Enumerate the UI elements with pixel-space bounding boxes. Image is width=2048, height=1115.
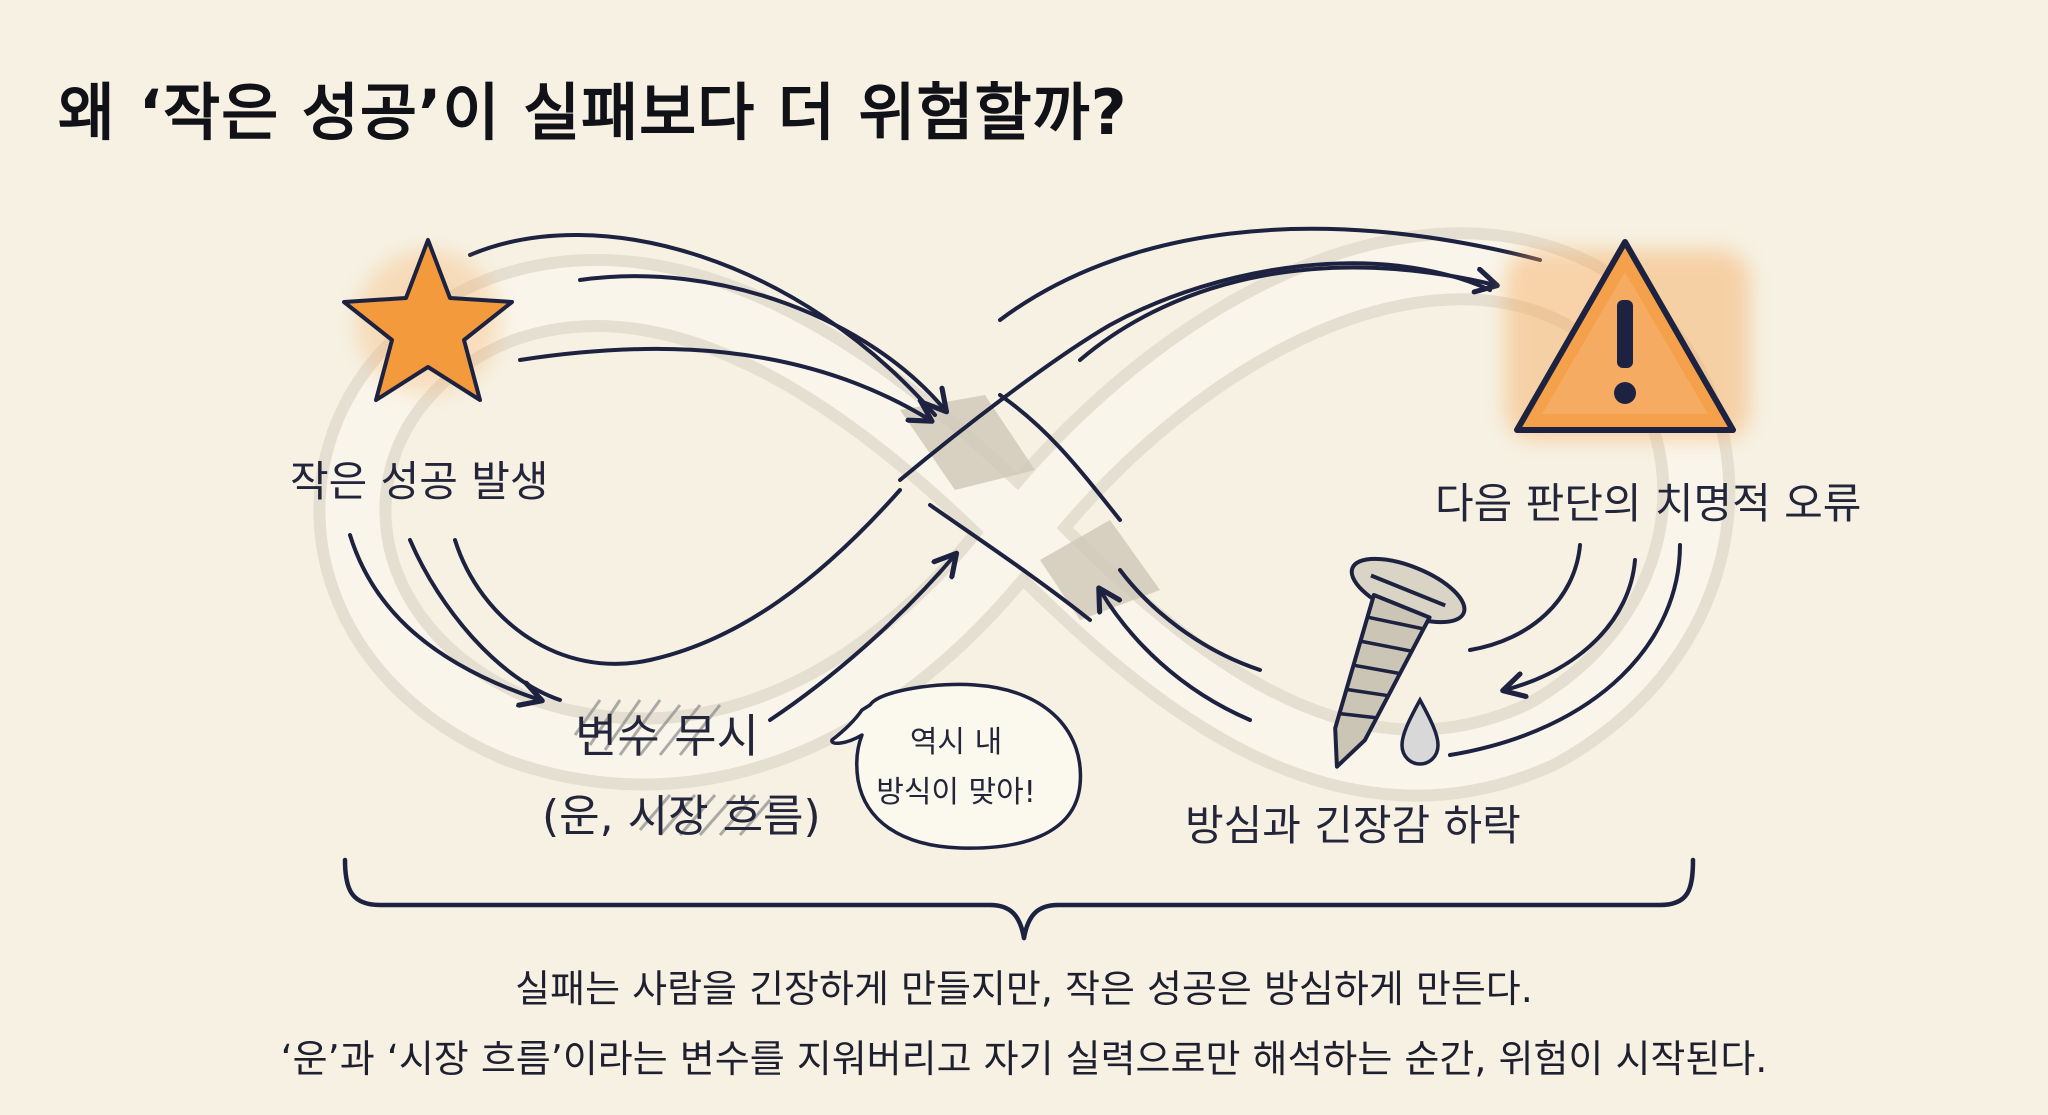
flow-arrow <box>998 226 1542 322</box>
node-ignore-variables: 변수 무시 <box>575 709 759 763</box>
caption-line-2: ‘운’과 ‘시장 흐름’이라는 변수를 지워버리고 자기 실력으로만 해석하는 … <box>280 1037 1768 1081</box>
flow-arrow <box>1468 543 1582 652</box>
flow-arrow <box>1118 568 1262 672</box>
caption-line-1: 실패는 사람을 긴장하게 만들지만, 작은 성공은 방심하게 만든다. <box>515 967 1533 1011</box>
flow-arrows <box>348 226 1682 757</box>
flow-arrow <box>453 488 902 666</box>
node-fatal-error: 다음 판단의 치명적 오류 <box>1435 479 1862 528</box>
warning-icon <box>1505 239 1750 440</box>
page-title: 왜 ‘작은 성공’이 실패보다 더 위험할까? <box>58 76 1128 149</box>
node-ignore-variables-detail: (운, 시장 흐름) <box>542 791 821 842</box>
speech-bubble-icon <box>830 682 1083 850</box>
star-icon <box>342 238 514 402</box>
flow-arrow <box>1100 590 1252 722</box>
flow-arrow <box>348 533 540 700</box>
summary-brace <box>342 857 1696 941</box>
flow-arrow <box>518 346 930 420</box>
node-small-success: 작은 성공 발생 <box>290 457 549 506</box>
flow-arrow <box>468 233 937 417</box>
flow-arrow <box>578 274 945 410</box>
speech-bubble-line-2: 방식이 맞아! <box>876 775 1036 810</box>
flow-arrow <box>768 555 955 722</box>
flow-arrow <box>998 393 1122 522</box>
flow-arrow <box>1505 558 1637 690</box>
speech-bubble-line-1: 역시 내 <box>909 725 1003 760</box>
flow-arrow <box>1448 543 1682 757</box>
flow-arrow <box>1078 265 1495 362</box>
ignore-variables-shading <box>573 699 772 836</box>
flow-arrow <box>898 261 1492 482</box>
flow-arrow <box>408 538 562 702</box>
drop-icon <box>1400 696 1440 766</box>
node-complacency: 방심과 긴장감 하락 <box>1185 801 1521 850</box>
screw-icon <box>1333 556 1467 769</box>
crossing-shade-bottom <box>1040 520 1160 620</box>
flow-arrow <box>928 503 1092 622</box>
